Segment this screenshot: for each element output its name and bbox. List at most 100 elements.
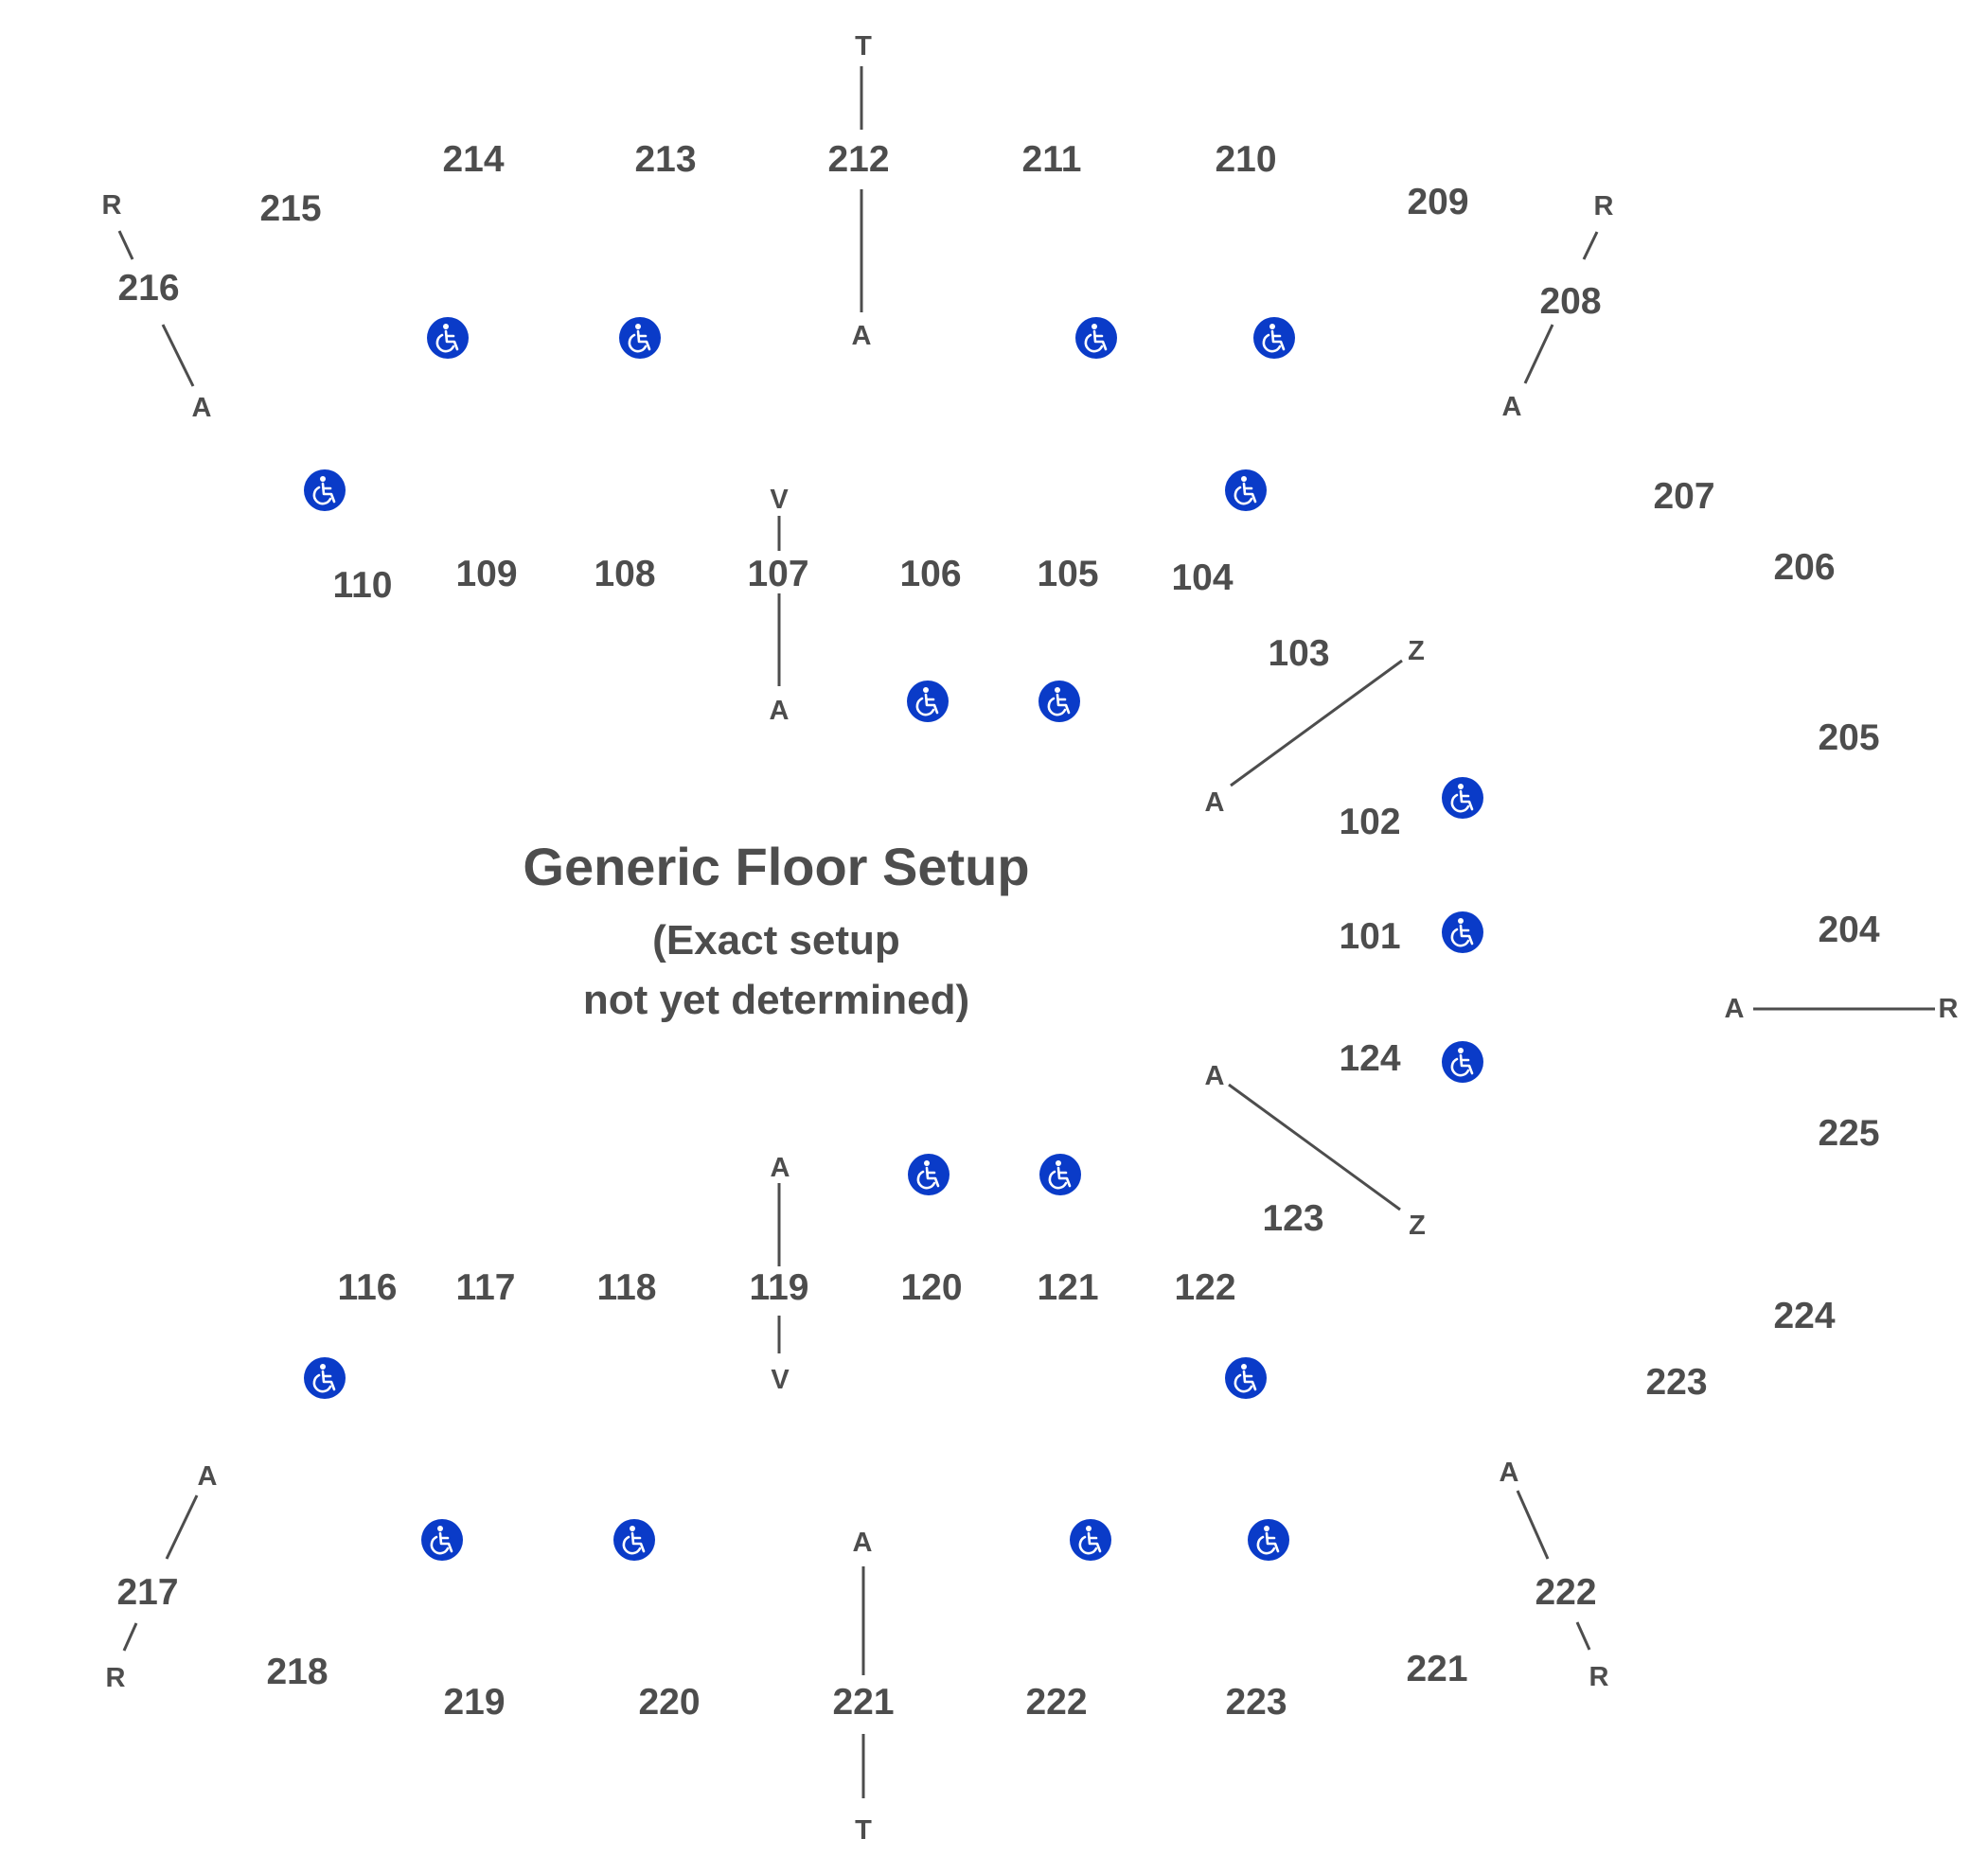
section-label: 101 (1339, 916, 1400, 957)
aisle-letter: A (853, 1528, 873, 1558)
section-label: 205 (1818, 717, 1879, 758)
aisle-letter: Z (1408, 636, 1425, 666)
section-label: 124 (1339, 1038, 1400, 1079)
section-label: 105 (1037, 554, 1098, 594)
wheelchair-icon (1037, 679, 1082, 724)
connector-214-bottom (122, 1622, 138, 1652)
connector-213-bottom (161, 324, 195, 387)
wheelchair-icon (1068, 1517, 1113, 1563)
connector-214-top (165, 1494, 199, 1560)
aisle-letter: T (855, 1815, 872, 1846)
subtitle-line-1: (Exact setup (652, 917, 900, 964)
aisle-letter: A (198, 1461, 218, 1492)
section-label: 104 (1171, 557, 1233, 598)
section-label: 216 (117, 268, 179, 309)
section-label: 215 (259, 188, 321, 229)
wheelchair-icon (419, 1517, 465, 1563)
aisle-letter: A (852, 321, 872, 351)
section-label: 107 (747, 554, 808, 594)
wheelchair-icon (1074, 315, 1119, 361)
aisle-letter: R (102, 190, 122, 221)
section-label: 108 (594, 554, 655, 594)
section-label: 222 (1535, 1572, 1596, 1613)
aisle-connectors (117, 66, 1935, 1798)
wheelchair-icon (1440, 1039, 1485, 1085)
wheelchair-icon (906, 1152, 951, 1197)
wheelchair-icon (1223, 468, 1269, 513)
section-label: 221 (832, 1682, 894, 1723)
wheelchair-icon (302, 468, 347, 513)
center-title: Generic Floor Setup (Exact setup not yet… (523, 837, 1029, 1023)
section-labels-bottom: 221 222 223 (832, 1682, 1287, 1723)
aisle-letter: A (192, 393, 212, 423)
connector-123 (1228, 1083, 1401, 1211)
section-labels: 214 213 212 211 210 215 209 216 208 207 … (116, 139, 1879, 1723)
aisle-letter: R (106, 1663, 126, 1693)
connector-205-bottom (1523, 324, 1554, 384)
section-label: 121 (1037, 1267, 1098, 1308)
section-label: 102 (1339, 802, 1400, 842)
aisle-letter: A (1725, 994, 1745, 1024)
aisle-letter: A (1205, 1061, 1225, 1091)
subtitle-line-2: not yet determined) (583, 977, 969, 1023)
connector-103 (1230, 659, 1403, 787)
wheelchair-icon (1223, 1355, 1269, 1401)
section-label: 223 (1225, 1682, 1287, 1723)
section-label: 103 (1268, 633, 1329, 674)
section-label: 224 (1773, 1296, 1835, 1336)
aisle-letter: A (771, 1153, 790, 1183)
section-label: 219 (443, 1682, 505, 1723)
connector-222-top (1516, 1490, 1550, 1560)
wheelchair-icon (425, 315, 470, 361)
section-label: 217 (116, 1572, 178, 1613)
section-label: 220 (638, 1682, 700, 1723)
section-label: 213 (634, 139, 696, 180)
section-label: 223 (1645, 1362, 1707, 1403)
section-label: 120 (900, 1267, 962, 1308)
wheelchair-icon (1251, 315, 1297, 361)
section-label: 110 (333, 565, 393, 606)
section-label: 123 (1262, 1198, 1323, 1239)
section-label: 210 (1215, 139, 1276, 180)
section-label: 118 (597, 1267, 657, 1308)
aisle-letter: Z (1409, 1211, 1426, 1241)
section-label: 211 (1022, 139, 1082, 180)
aisle-letter: V (771, 1365, 790, 1395)
section-label: 218 (266, 1652, 328, 1692)
aisle-letter: A (1502, 392, 1522, 422)
section-label: 204 (1818, 910, 1879, 950)
connector-205-top (1582, 231, 1599, 260)
wheelchair-icon (612, 1517, 657, 1563)
section-label: 221 (1406, 1649, 1467, 1689)
section-label: 225 (1818, 1113, 1879, 1154)
aisle-letter: A (1205, 787, 1225, 818)
wheelchair-icon (1440, 775, 1485, 821)
section-label: 119 (750, 1267, 809, 1308)
aisle-letters: T A R A R A V A Z A A R A Z A V A R A R … (102, 31, 1959, 1846)
section-label: 206 (1773, 547, 1835, 588)
section-label: 208 (1539, 281, 1601, 322)
aisle-letter: T (855, 31, 872, 62)
connector-222-bottom (1575, 1621, 1591, 1651)
section-label: 212 (827, 139, 889, 180)
section-label: 207 (1653, 476, 1714, 517)
wheelchair-icon (1038, 1152, 1083, 1197)
wheelchair-icon (1440, 910, 1485, 955)
section-label: 122 (1174, 1267, 1235, 1308)
connector-213-top (117, 230, 134, 260)
aisle-letter: R (1589, 1662, 1609, 1692)
section-label: 214 (442, 139, 504, 180)
aisle-letter: R (1939, 994, 1959, 1024)
aisle-letter: V (770, 485, 789, 515)
section-label: 117 (456, 1267, 516, 1308)
aisle-letter: A (1500, 1458, 1519, 1488)
wheelchair-icon (1246, 1517, 1291, 1563)
section-label: 222 (1025, 1682, 1087, 1723)
section-label: 116 (338, 1267, 398, 1308)
wheelchair-icon (617, 315, 663, 361)
wheelchair-icon (905, 679, 950, 724)
page-title: Generic Floor Setup (523, 837, 1029, 896)
section-label: 106 (899, 554, 961, 594)
aisle-letter: R (1594, 191, 1614, 221)
